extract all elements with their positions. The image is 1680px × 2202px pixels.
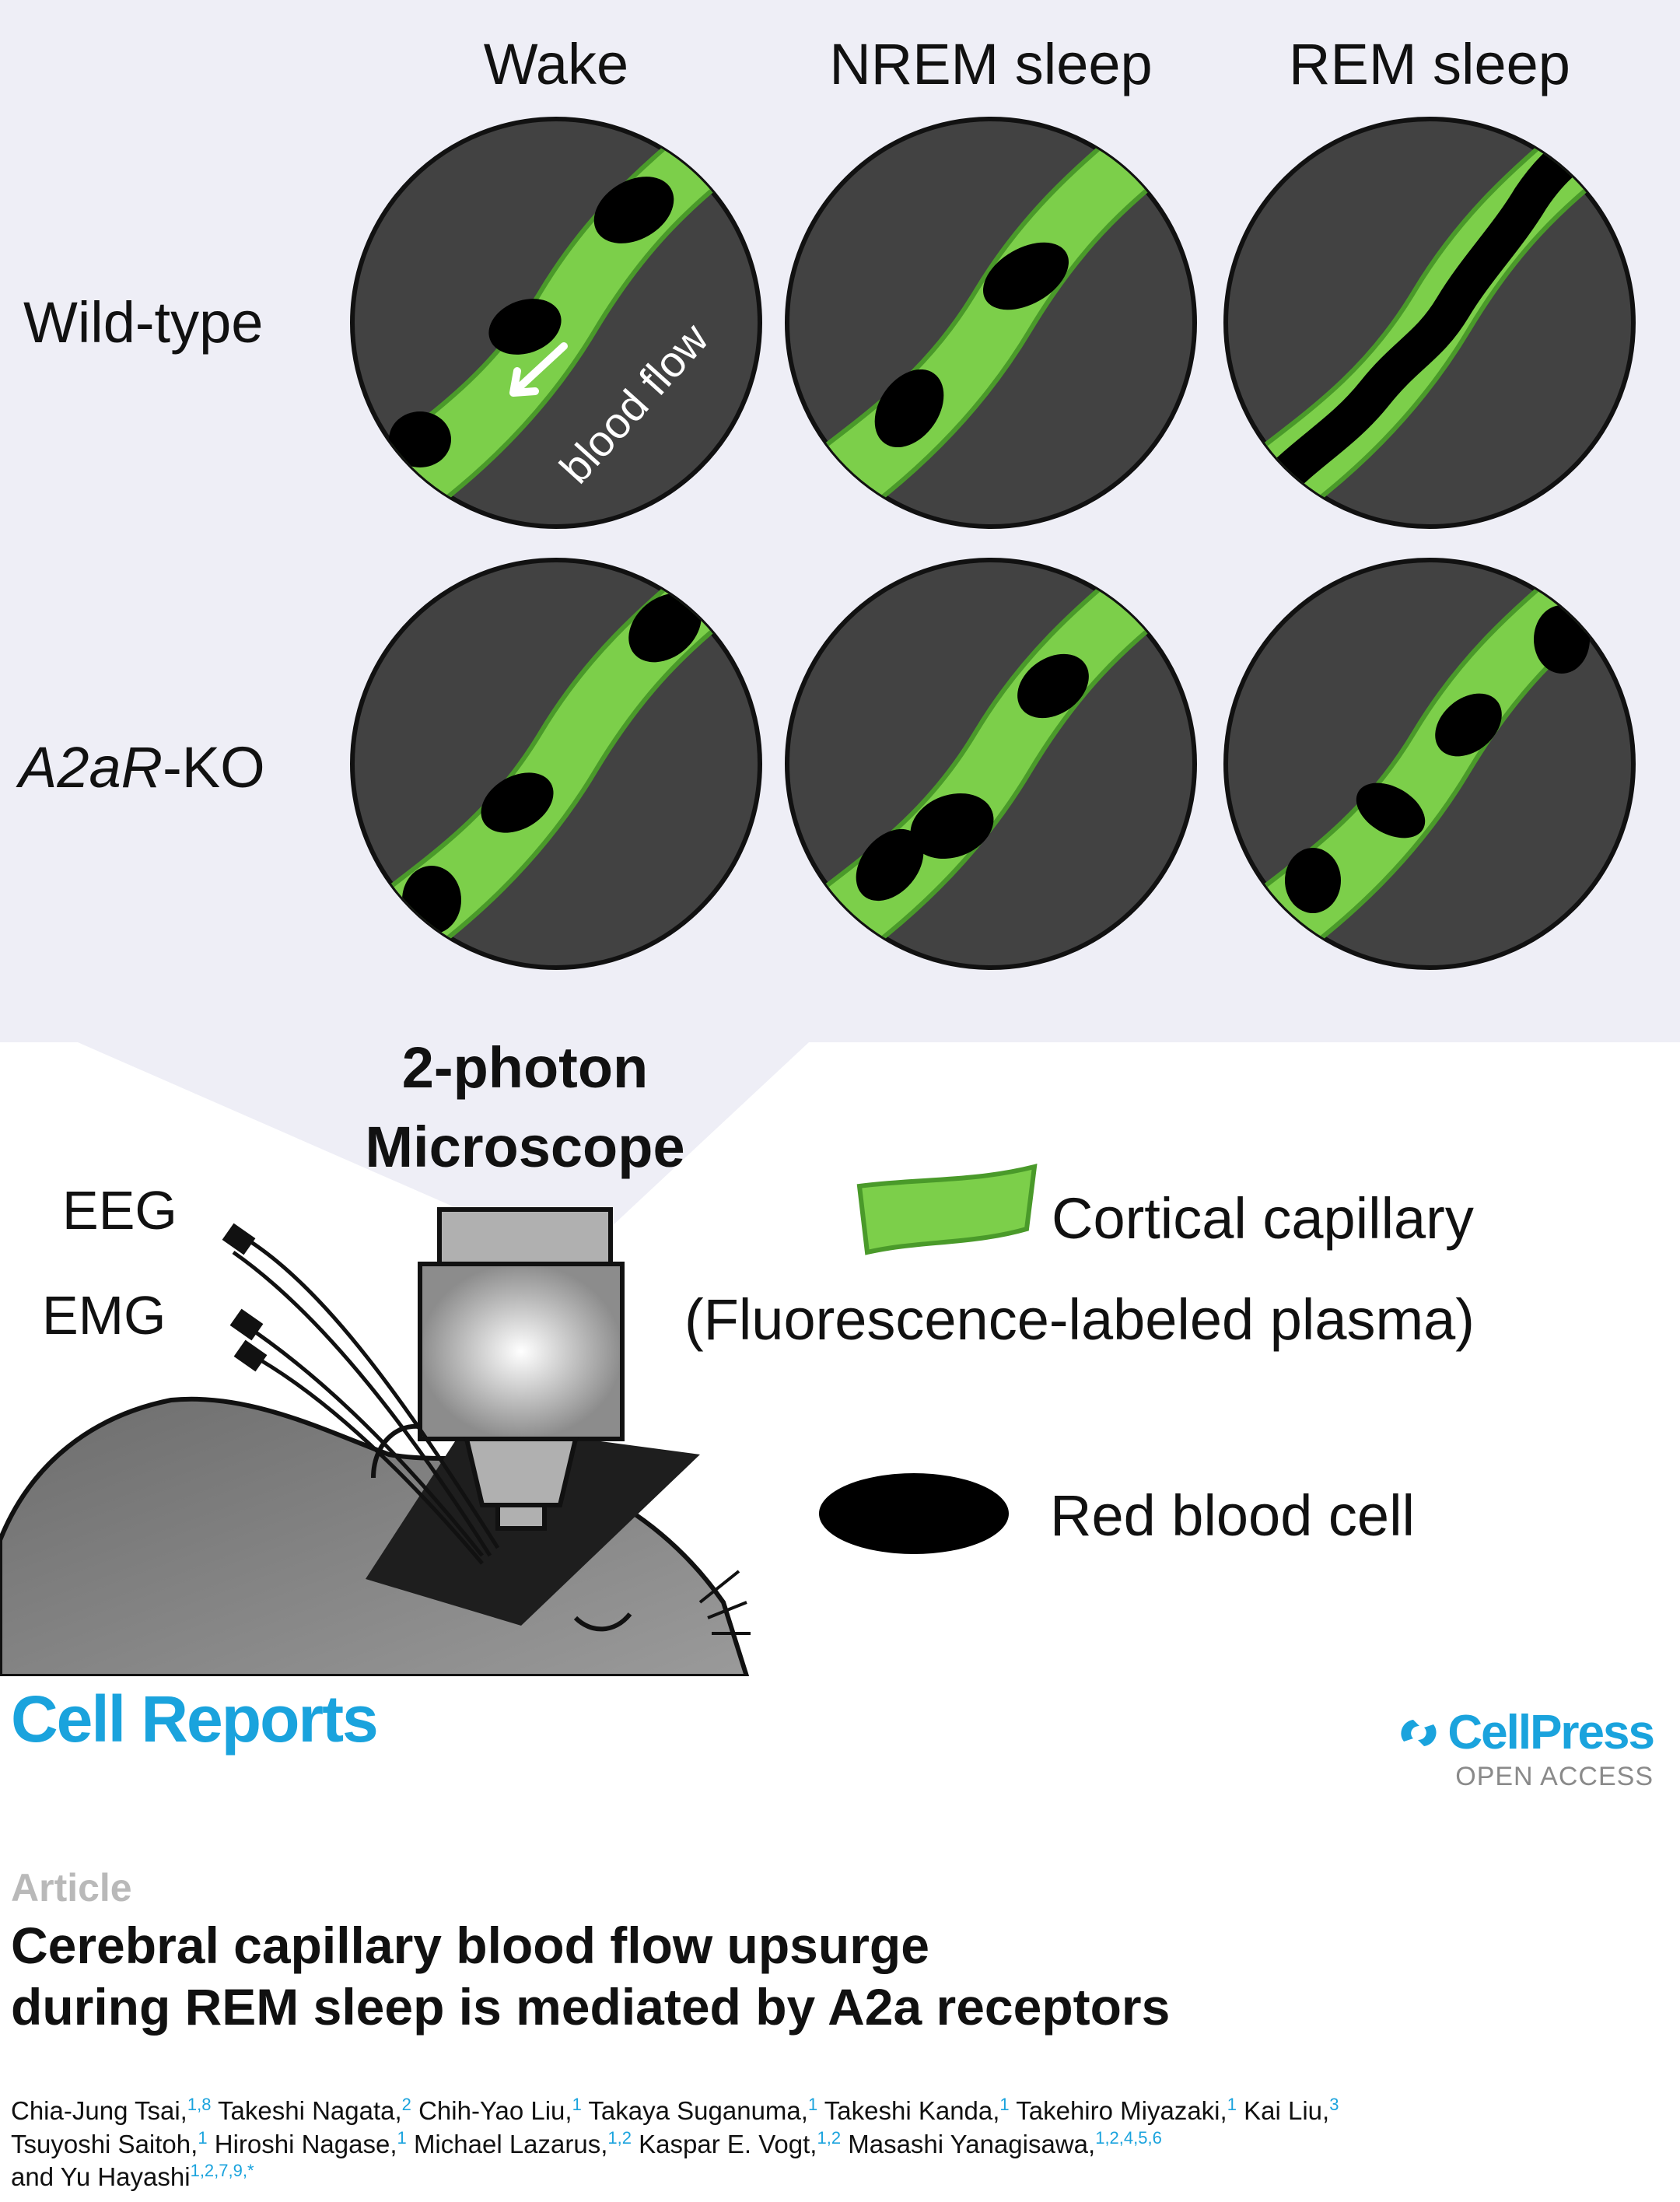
author: Chia-Jung Tsai,1,8 [11,2095,212,2125]
emg-connector [229,1308,264,1341]
author: Chih-Yao Liu,1 [418,2095,582,2125]
disc-wildtype-wake: blood flow [350,117,762,529]
cellpress-name: CellPress [1447,1706,1655,1759]
legend-capillary-sublabel: (Fluorescence-labeled plasma) [684,1287,1475,1352]
column-header-nrem: NREM sleep [829,32,1152,96]
disc-ko-rem [1223,558,1636,970]
red-blood-cell [1285,848,1341,913]
legend-rbc-swatch [819,1473,1009,1554]
legend-capillary-swatch [856,1164,1038,1255]
author-list: Chia-Jung Tsai,1,8 Takeshi Nagata,2 Chih… [11,2094,1668,2193]
author: Takehiro Miyazaki,1 [1016,2095,1237,2125]
cellpress-icon [1401,1719,1437,1746]
emg-label: EMG [42,1285,166,1346]
microscope-body [418,1262,625,1441]
row-label-wild-type: Wild-type [23,290,263,355]
disc-wildtype-nrem [785,117,1197,529]
mouse-whiskers [698,1570,751,1635]
eeg-wire [247,1238,500,1549]
disc-ko-nrem [785,558,1197,970]
disc-wildtype-rem [1223,117,1636,529]
eeg-wire [232,1250,492,1557]
red-blood-cell [1534,605,1590,674]
author: Tsuyoshi Saitoh,1 [11,2127,208,2158]
author: Kaspar E. Vogt,1,2 [639,2127,842,2158]
red-blood-cell [389,411,451,467]
emg-wire [240,1320,484,1557]
red-blood-cell [488,299,562,355]
author: Masashi Yanagisawa,1,2,4,5,6 [848,2127,1162,2158]
microscope-tip [495,1503,547,1531]
author: Hiroshi Nagase,1 [214,2127,407,2158]
article-title: Cerebral capillary blood flow upsurge du… [11,1915,1644,2038]
flow-arrow [509,342,568,397]
article-title-line1: Cerebral capillary blood flow upsurge [11,1917,929,1974]
red-blood-cell [1356,782,1426,838]
eeg-label: EEG [62,1180,177,1241]
red-blood-cell [593,177,674,243]
author: Kai Liu,3 [1244,2095,1339,2125]
author: Takeshi Nagata,2 [218,2095,411,2125]
emg-wire [247,1351,484,1565]
author: Takeshi Kanda,1 [824,2095,1010,2125]
mouse-eye [573,1612,632,1632]
row-label-a2ar-ko: A2aR-KO [16,735,265,800]
graphical-abstract-figure: Wake NREM sleep REM sleep Wild-type A2aR… [0,0,1680,1676]
legend-capillary-label: Cortical capillary [1052,1186,1474,1251]
red-blood-cell [1017,653,1089,719]
red-blood-cell [874,369,944,448]
emg-connector [233,1339,268,1372]
red-blood-cell [628,593,702,663]
author: Takaya Suganuma,1 [588,2095,818,2125]
microscope-label-line2: Microscope [365,1115,684,1179]
red-blood-cell [910,793,994,859]
publisher-logo: CellPress OPEN ACCESS [1396,1705,1655,1792]
journal-title: Cell Reports [11,1682,379,1756]
column-header-rem: REM sleep [1289,32,1570,96]
eeg-connector [222,1223,256,1255]
article-title-line2: during REM sleep is mediated by A2a rece… [11,1978,1171,2036]
author: Michael Lazarus,1,2 [413,2127,632,2158]
red-blood-cell-stream [1255,125,1604,505]
open-access-label: OPEN ACCESS [1455,1762,1654,1791]
microscope-label-line1: 2-photon [402,1035,648,1100]
legend-rbc-label: Red blood cell [1050,1483,1415,1548]
disc-ko-wake [350,558,762,970]
red-blood-cell [1435,693,1502,757]
mouse-body [0,1396,750,1676]
red-blood-cell [481,772,554,833]
microscope-top [437,1207,613,1266]
article-type: Article [11,1866,132,1910]
red-blood-cell [856,828,924,901]
microscope-objective [464,1437,579,1507]
author: and Yu Hayashi1,2,7,9,* [11,2161,254,2192]
column-header-wake: Wake [484,32,628,96]
red-blood-cell [983,242,1069,310]
